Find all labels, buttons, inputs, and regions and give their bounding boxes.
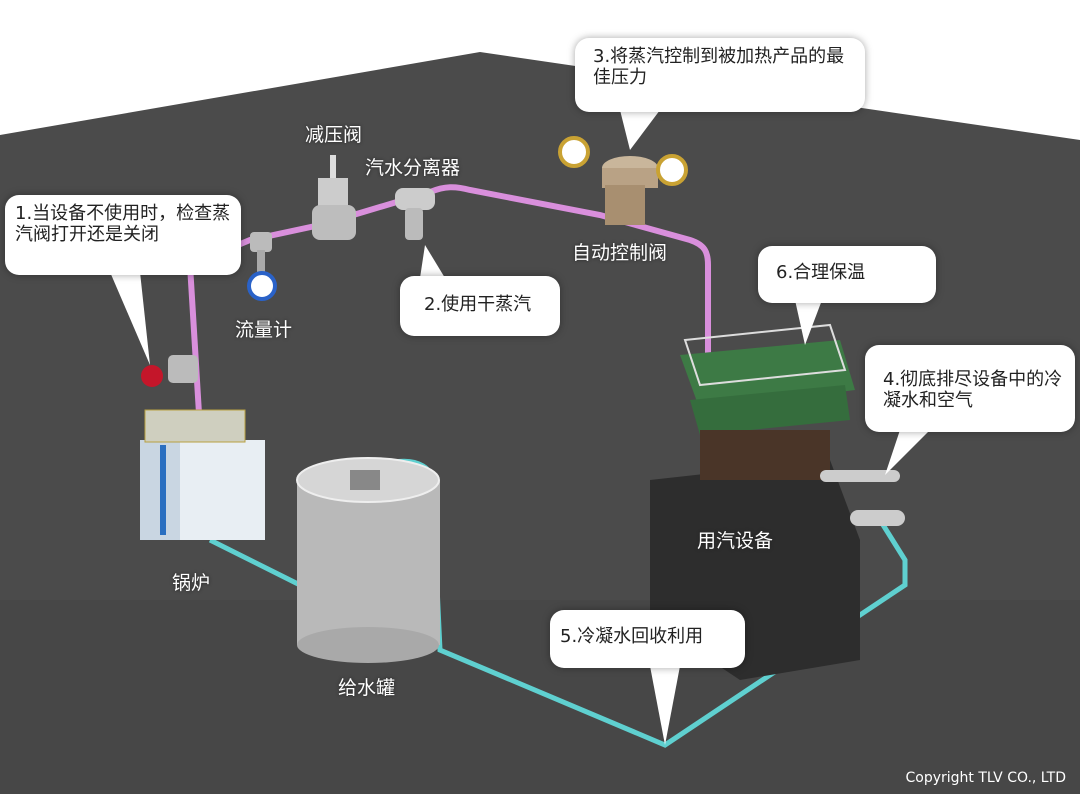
label-pressure-reducing-valve: 减压阀 — [305, 124, 363, 146]
control-valve — [558, 136, 688, 225]
copyright: Copyright TLV CO., LTD — [905, 770, 1066, 786]
label-steam-equipment: 用汽设备 — [697, 530, 774, 552]
callout-1: 1.当设备不使用时，检查蒸汽阀打开还是关闭 — [5, 195, 241, 275]
callout-2: 2.使用干蒸汽 — [400, 276, 560, 336]
callout-6: 6.合理保温 — [758, 246, 936, 303]
callout-tails — [110, 110, 930, 745]
label-feed-tank: 给水罐 — [338, 677, 396, 699]
callout-5: 5.冷凝水回收利用 — [550, 610, 745, 668]
label-flow-meter: 流量计 — [235, 319, 293, 341]
feed-tank — [296, 457, 440, 663]
separator — [395, 188, 435, 240]
pressure-gauge-icon — [656, 154, 688, 186]
boiler — [140, 355, 265, 540]
label-control-valve: 自动控制阀 — [572, 242, 668, 264]
steam-equipment — [650, 323, 905, 680]
label-boiler: 锅炉 — [172, 572, 211, 594]
pressure-gauge-icon — [558, 136, 590, 168]
flow-meter — [247, 232, 277, 301]
callout-4: 4.彻底排尽设备中的冷凝水和空气 — [865, 345, 1075, 432]
label-separator: 汽水分离器 — [365, 157, 461, 179]
steam-valve-icon — [141, 365, 163, 387]
pressure-reducing-valve — [312, 155, 356, 240]
callout-3: 3.将蒸汽控制到被加热产品的最佳压力 — [575, 38, 865, 112]
